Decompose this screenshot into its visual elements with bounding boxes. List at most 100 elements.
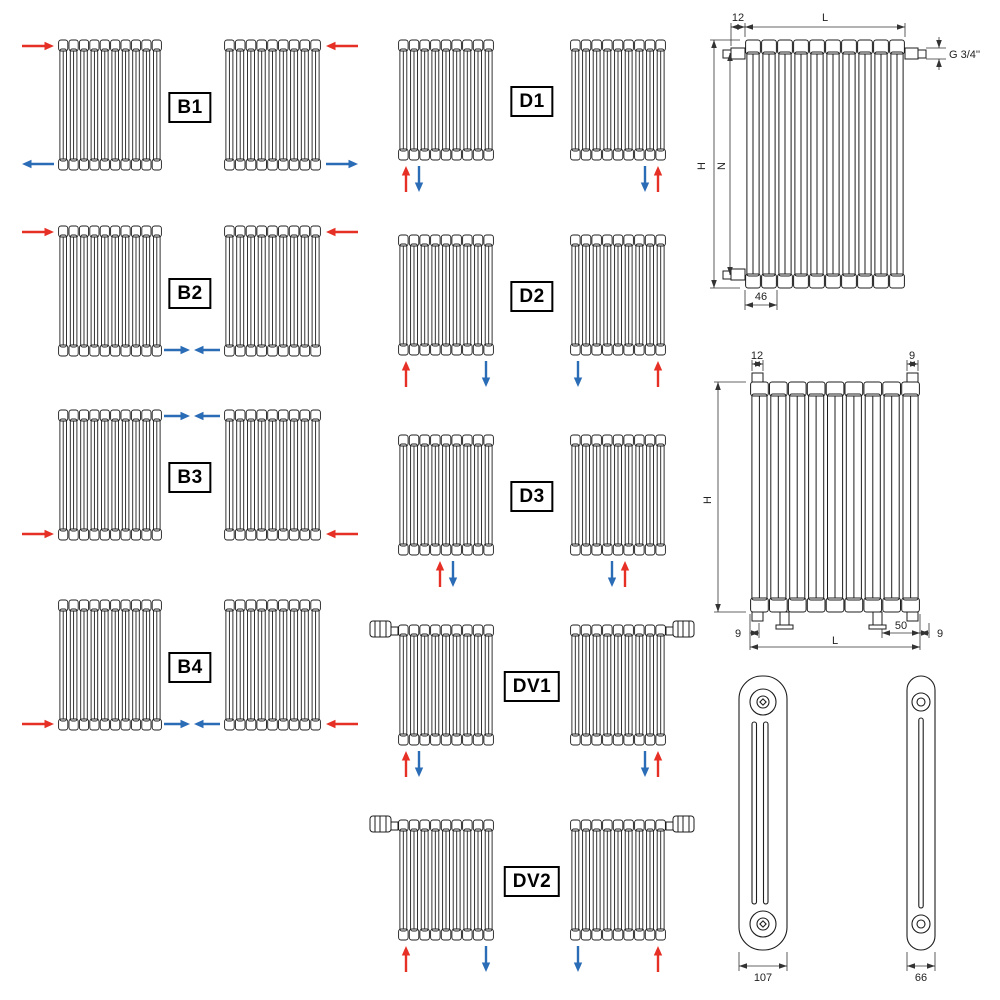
scheme-b4-label: B4 [168,652,212,683]
dim-12-label: 12 [751,350,763,362]
flow-arrow-cold [194,345,220,355]
scheme-d3-drawing [398,434,666,587]
scheme-b1-drawing [22,39,358,171]
flow-arrow-cold [481,946,491,972]
flow-arrow-hot [22,41,54,51]
profile-views-geometry [738,675,936,971]
scheme-b3-drawing [22,409,358,541]
radiator-body [224,409,321,541]
flow-arrow-cold [481,361,491,387]
radiator-body [570,819,666,941]
flow-arrow-hot [401,361,411,387]
radiator-body [398,434,494,556]
radiator-body [398,624,494,746]
thermostatic-valve-icon [665,620,695,638]
flow-arrow-cold [414,751,424,777]
dim-L-label: L [822,12,828,24]
scheme-dv2-label: DV2 [503,866,561,897]
flow-arrow-cold [164,345,190,355]
scheme-b1-label: B1 [168,92,212,123]
scheme-d3-label: D3 [510,481,554,512]
scheme-b2-label: B2 [168,278,212,309]
figure-bracket-dimensions: 12 9 H 9 50 9 L [702,350,943,650]
flow-arrow-cold [194,719,220,729]
thermostatic-valve-icon [665,815,695,833]
flow-arrow-hot [653,166,663,192]
dim-9-bottom-right-label: 9 [937,628,943,640]
flow-arrow-cold [22,159,54,169]
radiator-body [224,599,321,731]
dim-12-label: 12 [732,12,744,24]
depth-66-label: 66 [915,972,927,984]
thermostatic-valve-icon [369,620,399,638]
bracket-view-geometry [714,360,930,650]
scheme-b3: B3 [20,402,360,552]
dim-N-label: N [716,162,728,170]
dim-L-label: L [832,635,838,647]
flow-arrow-cold [414,166,424,192]
flow-arrow-cold [326,159,358,169]
dim-9-bottom-left-label: 9 [735,628,741,640]
flow-arrow-hot [401,751,411,777]
scheme-b2-drawing [22,225,358,357]
scheme-d1-drawing [398,39,666,192]
dim-H-label: H [702,496,714,504]
radiator-body [58,39,162,171]
scheme-b4: B4 [20,592,360,742]
flow-arrow-hot [653,946,663,972]
radiator-body [58,225,162,357]
radiator-body [570,434,666,556]
radiator-body [570,234,666,356]
flow-arrow-hot [401,166,411,192]
scheme-d2: D2 [362,217,702,392]
thread-size-label: G 3/4'' [949,49,980,61]
radiator-body [398,234,494,356]
scheme-dv2-drawing [369,815,695,972]
flow-arrow-hot [620,561,630,587]
flow-arrow-cold [640,166,650,192]
radiator-body [745,39,905,289]
flow-arrow-cold [448,561,458,587]
scheme-b2: B2 [20,218,360,368]
scheme-b3-label: B3 [168,462,212,493]
radiator-body [58,409,162,541]
radiator-body [570,624,666,746]
flow-arrow-hot [326,227,358,237]
dim-9-top-label: 9 [909,350,915,362]
flow-arrow-cold [573,361,583,387]
scheme-dv1: DV1 [362,607,702,782]
radiator-body [224,39,321,171]
flow-arrow-cold [194,411,220,421]
scheme-d3: D3 [362,417,702,592]
figure-depth-profiles: 107 66 [738,675,936,984]
scheme-dv1-drawing [369,620,695,777]
flow-arrow-hot [326,529,358,539]
flow-arrow-cold [164,411,190,421]
flow-arrow-cold [573,946,583,972]
scheme-d1: D1 [362,22,702,197]
radiator-body [58,599,162,731]
flow-arrow-hot [435,561,445,587]
thermostatic-valve-icon [369,815,399,833]
dim-50-label: 50 [895,620,907,632]
scheme-d2-drawing [398,234,666,387]
radiator-body [570,39,666,161]
flow-arrow-hot [22,227,54,237]
scheme-dv2: DV2 [362,802,702,977]
dim-46-label: 46 [755,291,767,303]
depth-107-label: 107 [754,972,772,984]
scheme-b1: B1 [20,32,360,182]
scheme-b4-drawing [22,599,358,731]
flow-arrow-hot [653,361,663,387]
flow-arrow-hot [22,529,54,539]
scheme-d1-label: D1 [510,86,554,117]
scheme-d2-label: D2 [510,281,554,312]
flow-arrow-hot [326,719,358,729]
radiator-body [224,225,321,357]
scheme-dv1-label: DV1 [503,671,561,702]
flow-arrow-cold [607,561,617,587]
flow-arrow-hot [326,41,358,51]
radiator-body [750,381,920,613]
front-view-geometry [710,23,946,310]
flow-arrow-hot [401,946,411,972]
